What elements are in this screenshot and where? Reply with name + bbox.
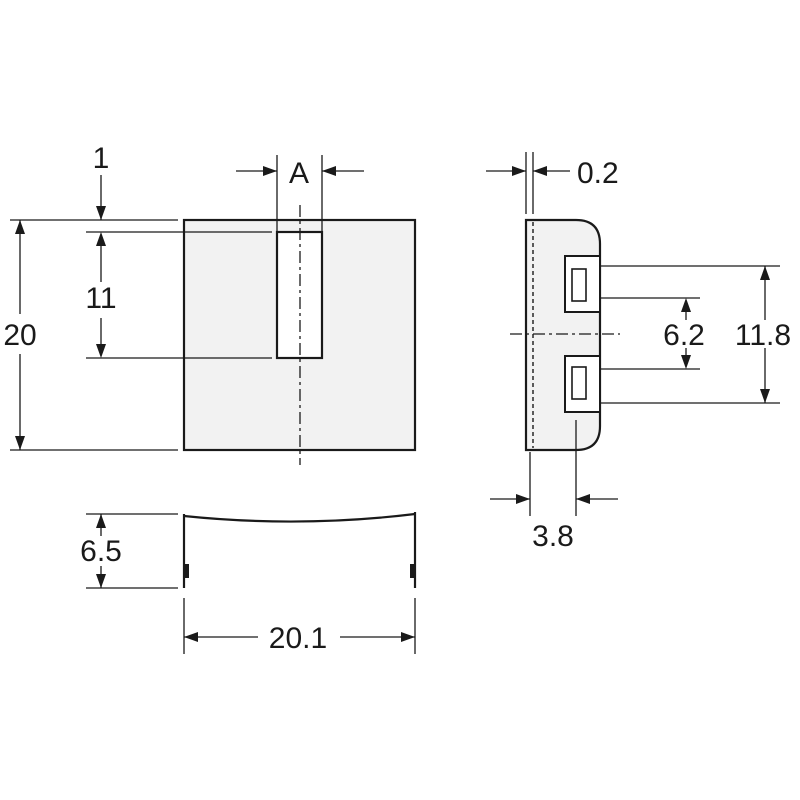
bottom-left-tab bbox=[183, 564, 189, 578]
side-body bbox=[524, 218, 602, 452]
dim-plate-thickness: 0.2 bbox=[577, 157, 619, 190]
dim-depth: 3.8 bbox=[532, 520, 574, 553]
dim-slot-height: 11 bbox=[85, 282, 116, 315]
dim-20-arrow-top bbox=[15, 220, 25, 234]
dim-201-arrow-left bbox=[184, 632, 198, 642]
dim-38-arrow-right bbox=[576, 494, 590, 504]
dim-65-arrow-top bbox=[96, 514, 106, 528]
dim-62-arrow-bottom bbox=[681, 355, 691, 369]
dim-slot-width: A bbox=[289, 157, 309, 190]
dim-38-arrow-left bbox=[516, 494, 530, 504]
dim-02-arrow-left bbox=[512, 166, 526, 176]
dim-1-arrow-bottom bbox=[96, 232, 106, 246]
dim-65-arrow-bottom bbox=[96, 574, 106, 588]
dim-side-height: 6.5 bbox=[80, 535, 122, 568]
slot bbox=[275, 230, 324, 360]
dim-11-arrow-bottom bbox=[96, 344, 106, 358]
bottom-curve bbox=[183, 512, 416, 523]
dim-118-arrow-bottom bbox=[760, 389, 770, 403]
dim-62-arrow-top bbox=[681, 298, 691, 312]
dim-118-arrow-top bbox=[760, 266, 770, 280]
lower-hole-inner bbox=[571, 366, 587, 400]
dim-201-arrow-right bbox=[401, 632, 415, 642]
bottom-view: 6.5 20.1 bbox=[80, 512, 417, 655]
dim-20-arrow-bottom bbox=[15, 436, 25, 450]
dim-a-arrow-left bbox=[263, 166, 277, 176]
dim-hole-pitch-inner: 6.2 bbox=[663, 319, 705, 352]
dim-bottom-width: 20.1 bbox=[269, 622, 327, 655]
upper-hole-inner bbox=[571, 268, 587, 302]
dim-1-arrow-top bbox=[96, 206, 106, 220]
side-view: 6.2 11.8 0.2 3.8 bbox=[486, 152, 791, 553]
dim-a-arrow-right bbox=[322, 166, 336, 176]
dim-total-height: 20 bbox=[3, 319, 36, 352]
front-view: A 1 11 20 bbox=[3, 142, 417, 465]
dim-hole-pitch-outer: 11.8 bbox=[735, 319, 791, 352]
dim-02-arrow-right bbox=[533, 166, 547, 176]
bottom-right-tab bbox=[410, 564, 416, 578]
dim-top-gap: 1 bbox=[93, 142, 110, 175]
